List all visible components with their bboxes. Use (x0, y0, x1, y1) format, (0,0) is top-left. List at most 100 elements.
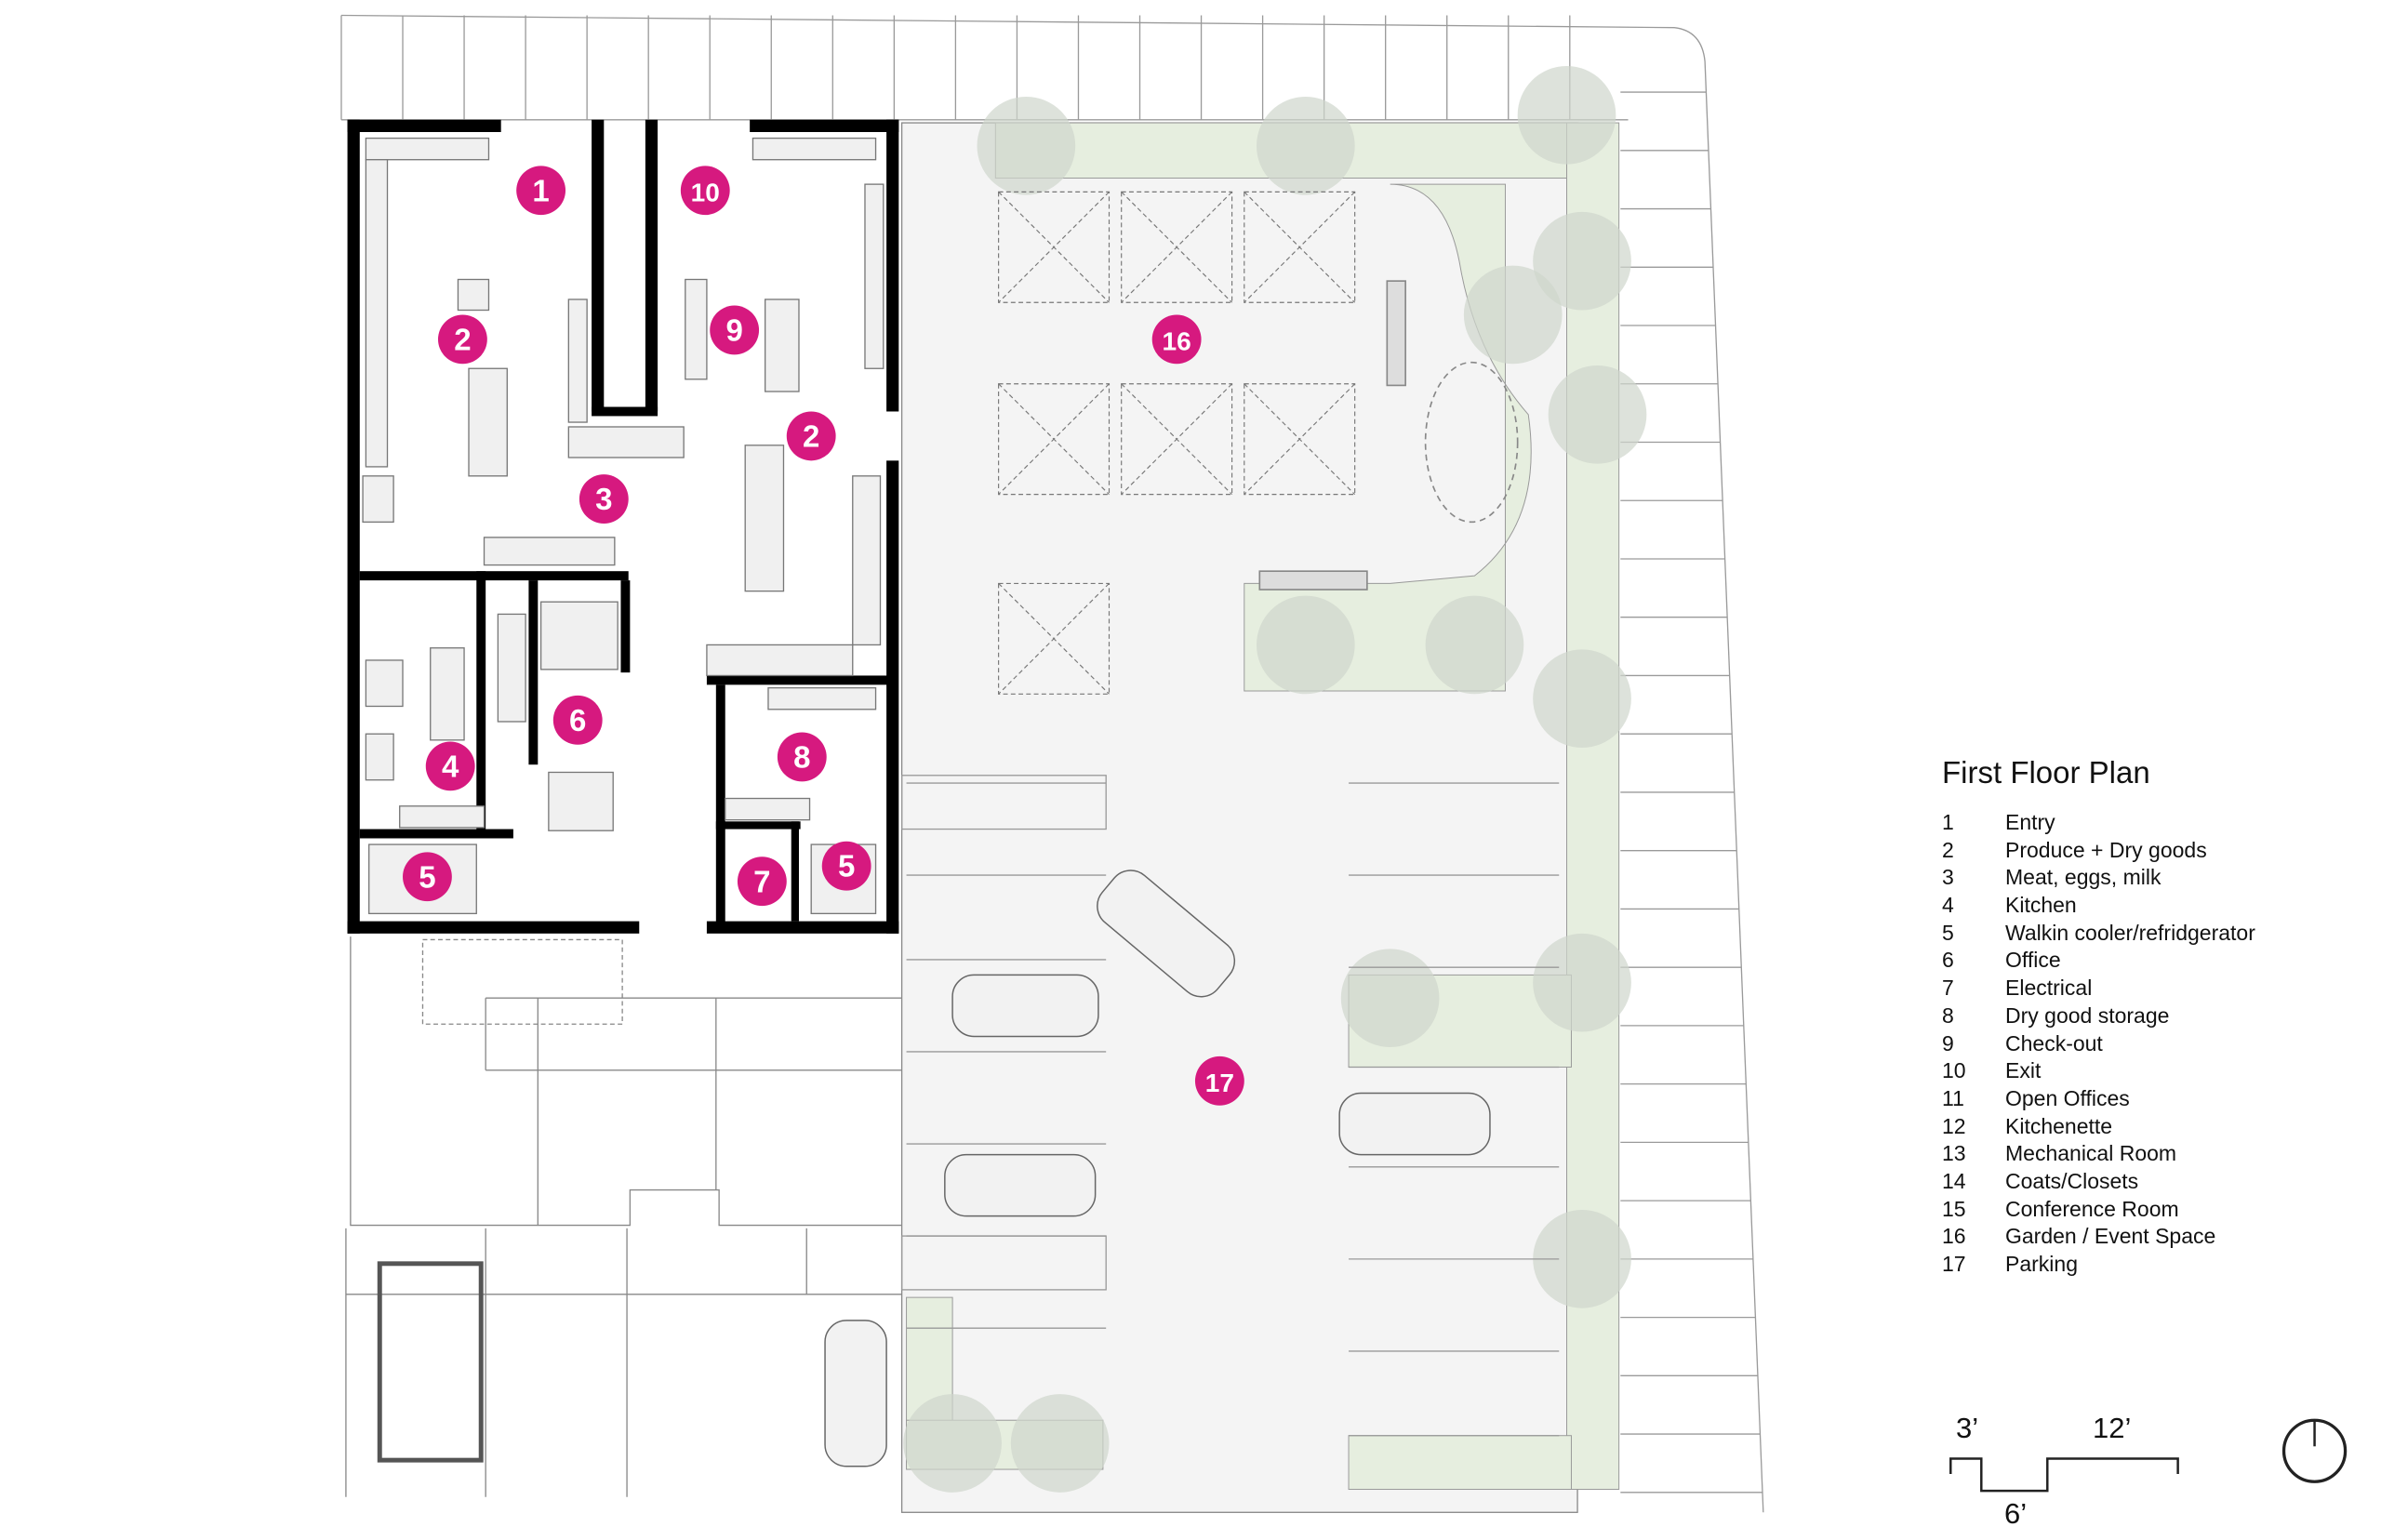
tree-icon (1533, 933, 1631, 1032)
legend-number: 9 (1942, 1030, 1954, 1055)
sidewalk (340, 14, 1764, 1513)
legend-number: 12 (1942, 1113, 1966, 1138)
bench (1258, 570, 1368, 591)
legend-number: 11 (1942, 1085, 1964, 1110)
legend-number: 16 (1942, 1224, 1966, 1249)
room-marker-number: 2 (454, 322, 471, 356)
tree-icon (1548, 365, 1647, 464)
room-marker-7: 7 (737, 856, 787, 907)
interior-fixtures (362, 137, 885, 915)
room-marker-5: 5 (403, 852, 452, 902)
car-icon (951, 974, 1099, 1038)
room-marker-16: 16 (1151, 314, 1202, 365)
room-marker-4: 4 (425, 741, 475, 791)
room-marker-number: 3 (595, 482, 612, 516)
legend-label: Office (2005, 948, 2061, 973)
parking-lot (900, 122, 1578, 1513)
paver (1244, 383, 1356, 496)
legend-label: Check-out (2005, 1030, 2103, 1055)
legend-label: Garden / Event Space (2005, 1224, 2216, 1249)
room-marker-number: 8 (793, 740, 810, 775)
room-marker-number: 5 (419, 859, 435, 894)
legend-number: 13 (1942, 1141, 1966, 1166)
room-marker-2: 2 (437, 314, 487, 365)
legend-number: 14 (1942, 1168, 1966, 1193)
scale-label-12ft: 12’ (2093, 1412, 2132, 1444)
legend-label: Walkin cooler/refridgerator (2005, 920, 2255, 945)
room-marker-2: 2 (786, 411, 836, 461)
legend-item: 8 Dry good storage (1942, 1002, 2255, 1030)
legend-label: Dry good storage (2005, 1002, 2170, 1028)
tree-icon (1517, 65, 1616, 165)
room-marker-5: 5 (821, 841, 871, 891)
legend-number: 7 (1942, 976, 1954, 1001)
room-marker-17: 17 (1194, 1055, 1244, 1106)
legend-number: 17 (1942, 1252, 1966, 1276)
building-walls (347, 119, 899, 934)
tree-icon (1010, 1394, 1110, 1493)
room-marker-number: 9 (725, 313, 742, 348)
tree-icon (1463, 265, 1563, 365)
legend-item: 13 Mechanical Room (1942, 1140, 2255, 1168)
car-icon (1097, 870, 1236, 998)
garden-event-space-pavers (998, 191, 1356, 695)
legend-label: Conference Room (2005, 1196, 2179, 1221)
paver (1121, 191, 1233, 303)
tree-icon (1425, 595, 1524, 695)
scale-label-3ft: 3’ (1956, 1412, 1979, 1444)
legend-number: 4 (1942, 893, 1954, 918)
legend-label: Coats/Closets (2005, 1168, 2139, 1193)
garden-oval (1424, 361, 1519, 524)
room-marker-number: 6 (569, 703, 586, 737)
room-marker-number: 7 (753, 864, 770, 898)
tree-icon (1533, 649, 1631, 749)
tree-icon (903, 1394, 1002, 1493)
legend-item: 12 Kitchenette (1942, 1113, 2255, 1141)
legend-label: Meat, eggs, milk (2005, 865, 2162, 890)
legend-label: Exit (2005, 1058, 2042, 1083)
legend-item: 11 Open Offices (1942, 1085, 2255, 1113)
legend-item: 14 Coats/Closets (1942, 1168, 2255, 1196)
room-marker-number: 10 (691, 178, 720, 206)
legend-label: Produce + Dry goods (2005, 837, 2207, 862)
room-marker-1: 1 (516, 166, 566, 216)
tree-icon (977, 97, 1076, 195)
room-marker-number: 2 (803, 418, 819, 453)
legend-label: Open Offices (2005, 1085, 2130, 1110)
legend-item: 3 Meat, eggs, milk (1942, 864, 2255, 892)
legend-label: Entry (2005, 810, 2055, 834)
room-marker-8: 8 (777, 732, 827, 782)
legend-number: 8 (1942, 1002, 1954, 1028)
legend-item: 1 Entry (1942, 809, 2255, 837)
trees (903, 65, 1647, 1493)
legend-number: 3 (1942, 865, 1954, 890)
cars (824, 870, 1491, 1467)
legend-label: Kitchenette (2005, 1113, 2113, 1138)
room-markers: 1 10 2 9 2 3 6 4 8 5 7 5 16 17 (403, 166, 1244, 1106)
room-marker-number: 17 (1205, 1069, 1234, 1097)
room-marker-number: 4 (442, 749, 459, 783)
tree-icon (1256, 595, 1355, 695)
room-marker-number: 5 (838, 849, 855, 883)
room-marker-6: 6 (552, 695, 603, 745)
room-marker-10: 10 (680, 166, 730, 216)
paver (1121, 383, 1233, 496)
legend-item: 9 Check-out (1942, 1030, 2255, 1058)
legend-number: 1 (1942, 810, 1954, 834)
legend-number: 2 (1942, 837, 1954, 862)
tree-icon (1533, 1210, 1631, 1308)
legend-label: Mechanical Room (2005, 1141, 2177, 1166)
legend-item: 16 Garden / Event Space (1942, 1223, 2255, 1251)
room-marker-number: 1 (532, 173, 549, 207)
entry-plaza (345, 936, 902, 1497)
scale-bar (1949, 1457, 2179, 1493)
legend-number: 15 (1942, 1196, 1966, 1221)
car-icon (944, 1153, 1097, 1217)
